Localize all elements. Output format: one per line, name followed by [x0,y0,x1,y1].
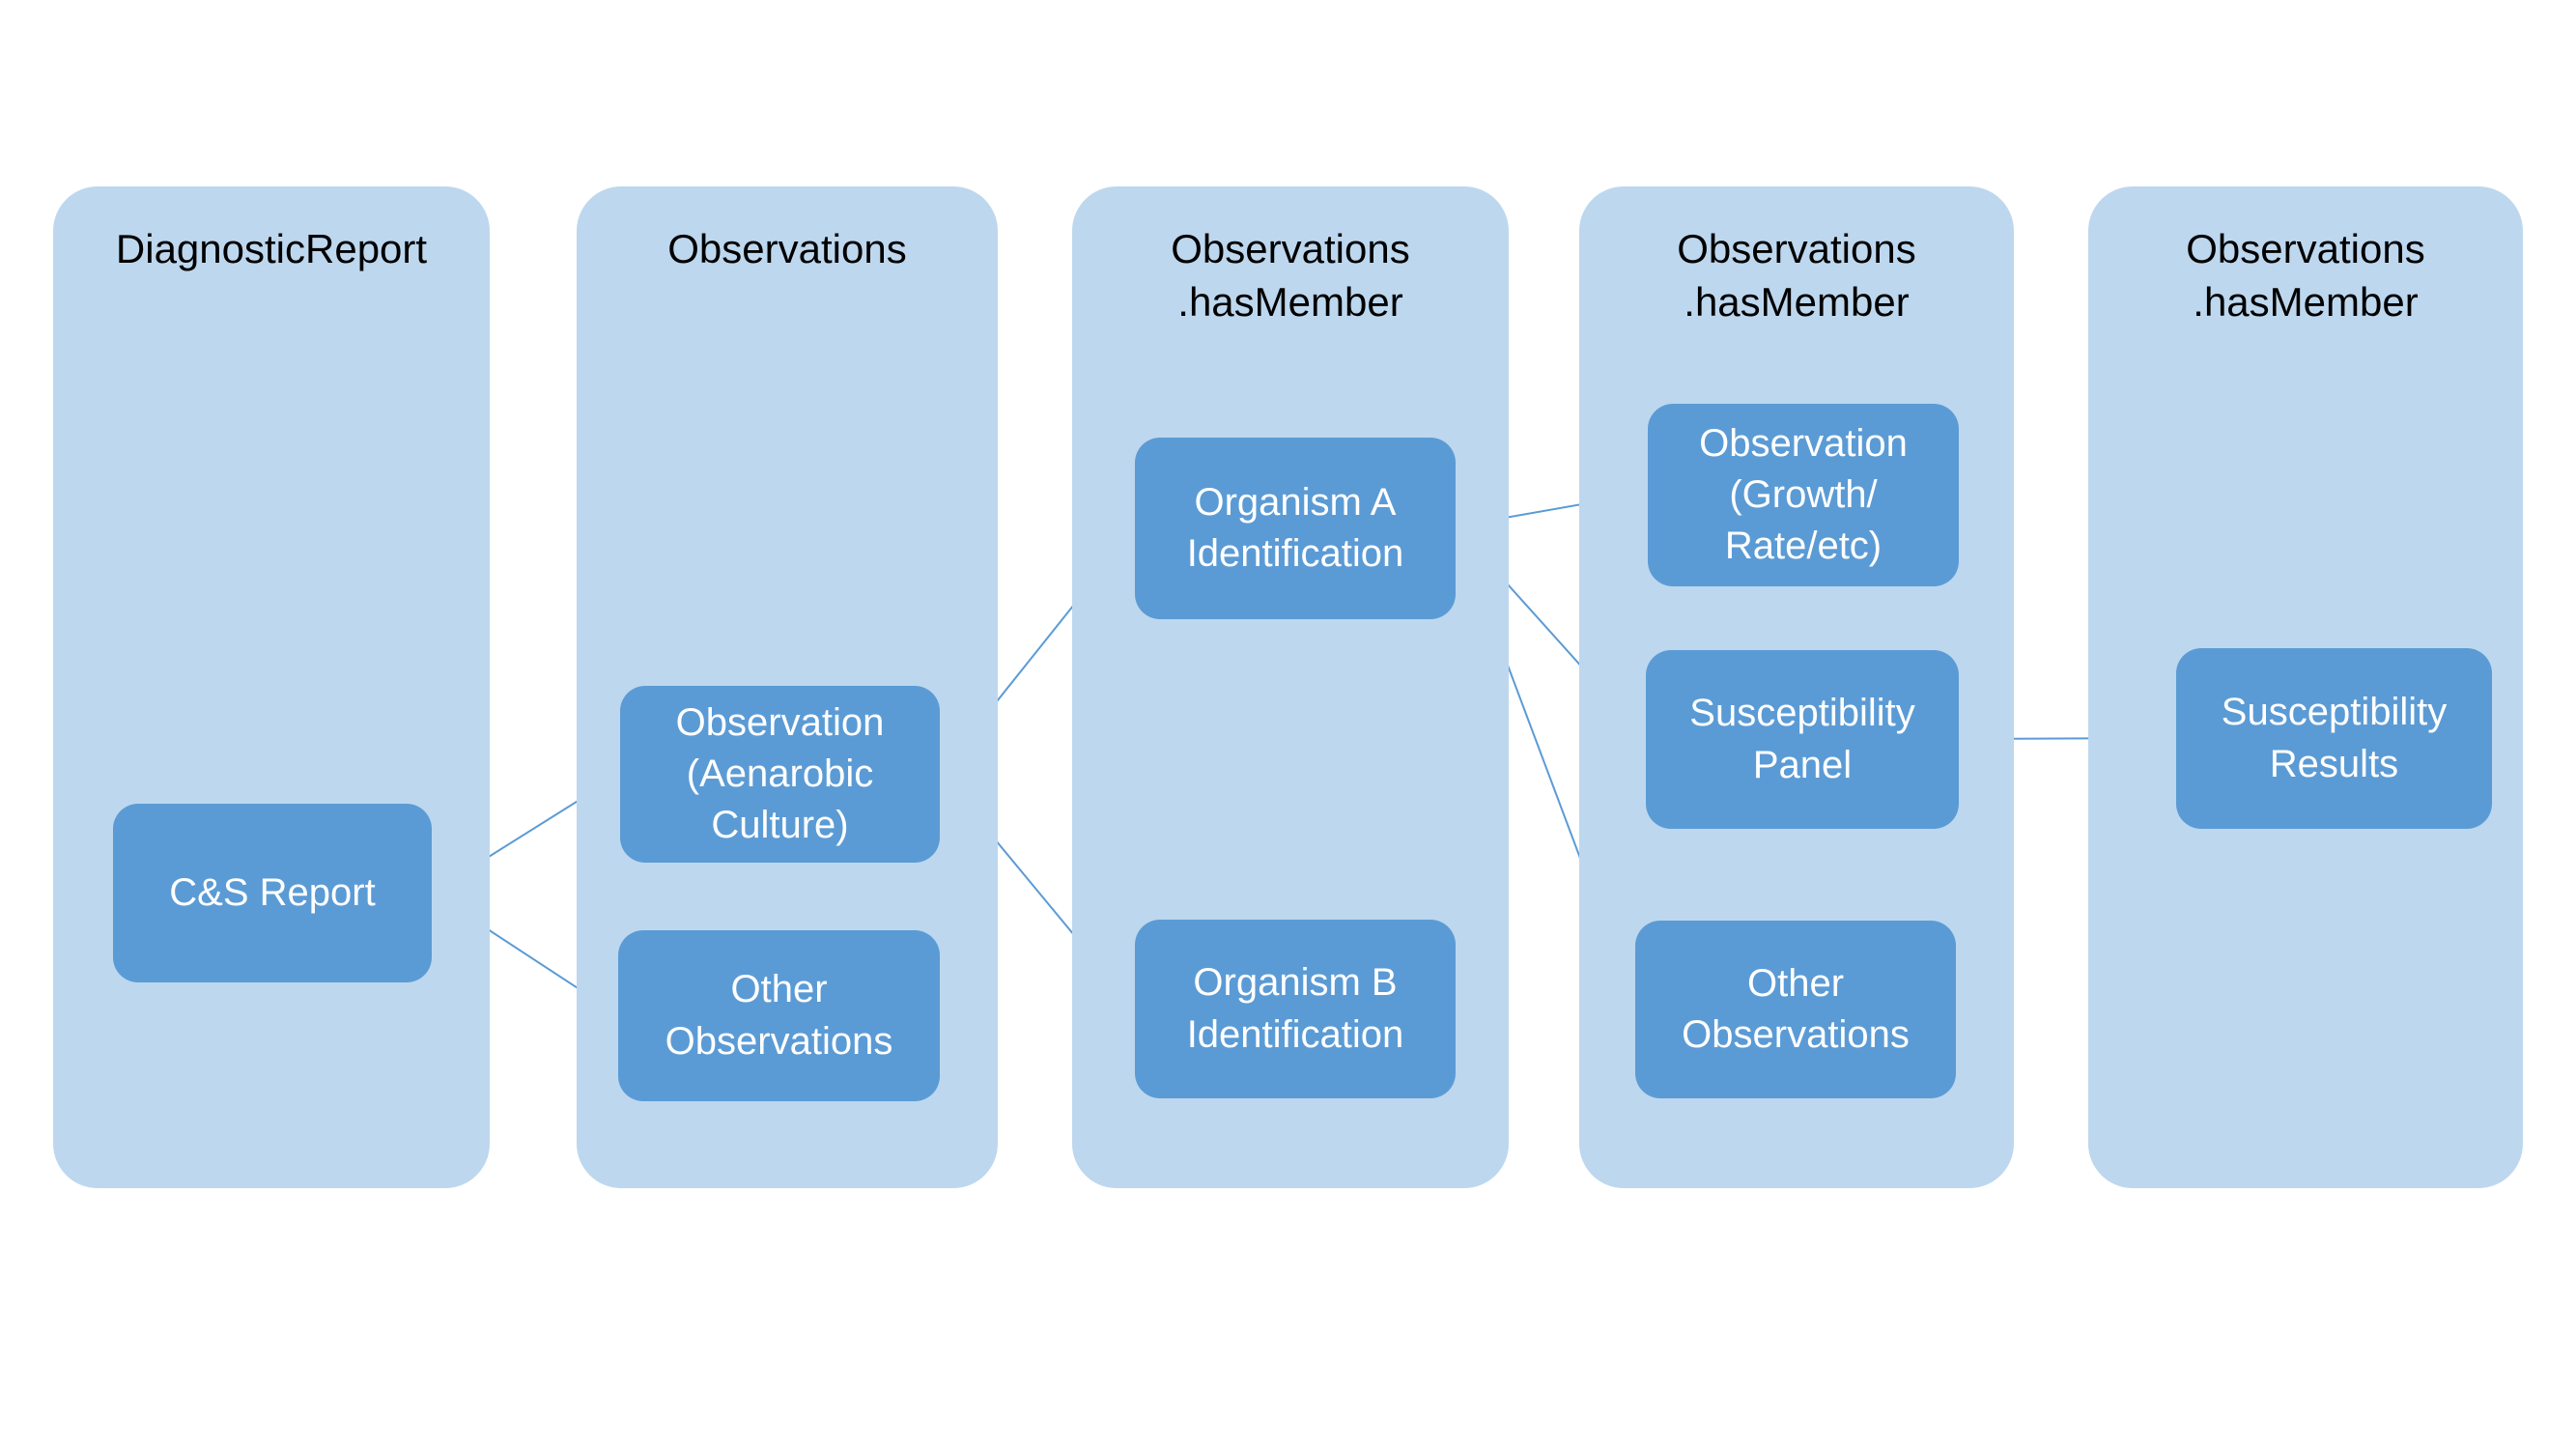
column-title: Observations .hasMember [1072,186,1509,328]
column-title-line: .hasMember [1684,278,1910,325]
node-cs-report: C&S Report [113,804,432,982]
node-other-observations-col2: Other Observations [618,930,940,1101]
node-observation-growth-rate: Observation (Growth/ Rate/etc) [1648,404,1959,586]
column-title-line: Observations [2186,226,2425,271]
node-label: Organism A Identification [1186,480,1404,575]
column-title-line: Observations [1677,226,1916,271]
node-label: Other Observations [1682,961,1910,1056]
node-organism-a-identification: Organism A Identification [1135,438,1456,619]
node-observation-aenarobic-culture: Observation (Aenarobic Culture) [620,686,940,863]
column-title-line: Observations [667,226,907,271]
node-susceptibility-results: Susceptibility Results [2176,648,2492,829]
node-organism-b-identification: Organism B Identification [1135,920,1456,1098]
node-label: C&S Report [169,870,376,914]
column-title-line: Observations [1171,226,1410,271]
column-title: DiagnosticReport [53,186,490,276]
column-title: Observations .hasMember [2088,186,2523,328]
column-diagnosticreport: DiagnosticReport [53,186,490,1188]
node-label: Organism B Identification [1186,961,1404,1056]
node-other-observations-col4: Other Observations [1635,921,1956,1098]
column-title-line: DiagnosticReport [115,226,428,271]
column-title: Observations [577,186,998,276]
node-label: Other Observations [665,968,893,1063]
node-label: Susceptibility Results [2221,691,2448,785]
node-label: Susceptibility Panel [1689,692,1915,786]
node-label: Observation (Growth/ Rate/etc) [1699,421,1908,568]
node-susceptibility-panel: Susceptibility Panel [1646,650,1959,829]
column-title: Observations .hasMember [1579,186,2014,328]
column-title-line: .hasMember [2193,278,2419,325]
column-title-line: .hasMember [1177,278,1403,325]
node-label: Observation (Aenarobic Culture) [675,700,885,847]
